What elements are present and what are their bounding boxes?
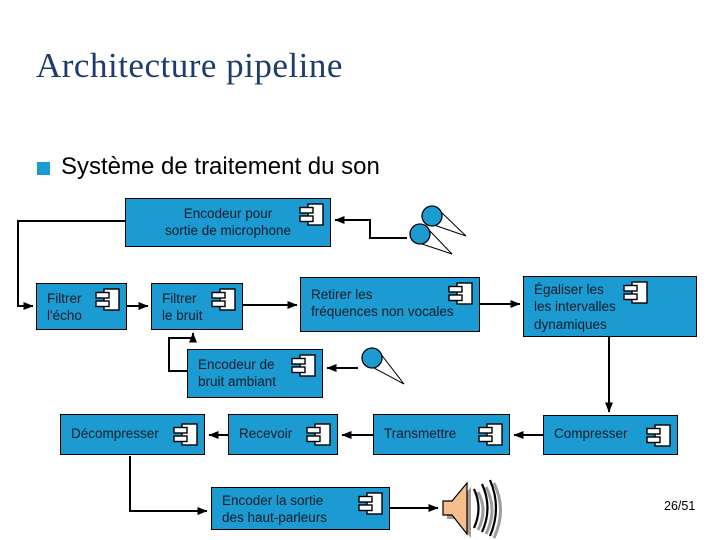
component-icon xyxy=(299,203,324,226)
box-transmettre: Transmettre xyxy=(373,414,510,455)
box-compresser: Compresser xyxy=(543,415,678,455)
box-label: Décompresser xyxy=(71,425,159,441)
page-title: Architecture pipeline xyxy=(36,46,343,85)
bullet-square-icon xyxy=(37,162,50,175)
component-icon xyxy=(623,281,648,304)
bullet-text: Système de traitement du son xyxy=(61,153,380,180)
box-retirer-frequences: Retirer les fréquences non vocales xyxy=(300,277,480,332)
box-label: Encodeur de bruit ambiant xyxy=(198,357,277,390)
box-recevoir: Recevoir xyxy=(228,414,338,455)
box-label: Encodeur pour sortie de microphone xyxy=(164,206,292,239)
microphone-icon xyxy=(421,205,467,237)
box-egaliser-intervalles: Égaliser les les intervalles dynamiques xyxy=(523,276,697,337)
box-label: Transmettre xyxy=(384,425,457,441)
microphone-icon xyxy=(409,223,453,255)
bullet-item: Système de traitement du son xyxy=(37,153,380,181)
box-encodeur-bruit-ambiant: Encodeur de bruit ambiant xyxy=(187,349,323,398)
box-label: Encoder la sortie des haut-parleurs xyxy=(222,493,328,526)
component-icon xyxy=(95,288,120,311)
box-label: Recevoir xyxy=(239,425,293,441)
box-label: Retirer les fréquences non vocales xyxy=(311,287,454,320)
box-label: Compresser xyxy=(554,426,628,442)
box-label: Égaliser les les intervalles dynamiques xyxy=(534,282,616,332)
component-icon xyxy=(478,423,503,446)
component-icon xyxy=(173,423,198,446)
component-icon xyxy=(646,424,671,447)
speaker-icon xyxy=(442,479,502,539)
arrow-decompresser-to-encoder xyxy=(129,456,208,515)
component-icon xyxy=(358,492,383,515)
microphone-icon xyxy=(361,347,405,385)
slide-page-number: 26/51 xyxy=(664,499,696,513)
box-filtrer-echo: Filtrer l'écho xyxy=(36,283,127,330)
box-encoder-sortie-hp: Encoder la sortie des haut-parleurs xyxy=(211,487,390,530)
component-icon xyxy=(291,354,316,377)
arrow-mic-to-encodeur xyxy=(334,216,407,239)
component-icon xyxy=(211,288,236,311)
component-icon xyxy=(448,282,473,305)
box-decompresser: Décompresser xyxy=(60,414,205,455)
component-icon xyxy=(306,423,331,446)
box-filtrer-bruit: Filtrer le bruit xyxy=(151,283,243,330)
box-encodeur-microphone: Encodeur pour sortie de microphone xyxy=(125,198,331,247)
box-label: Filtrer le bruit xyxy=(162,291,203,324)
